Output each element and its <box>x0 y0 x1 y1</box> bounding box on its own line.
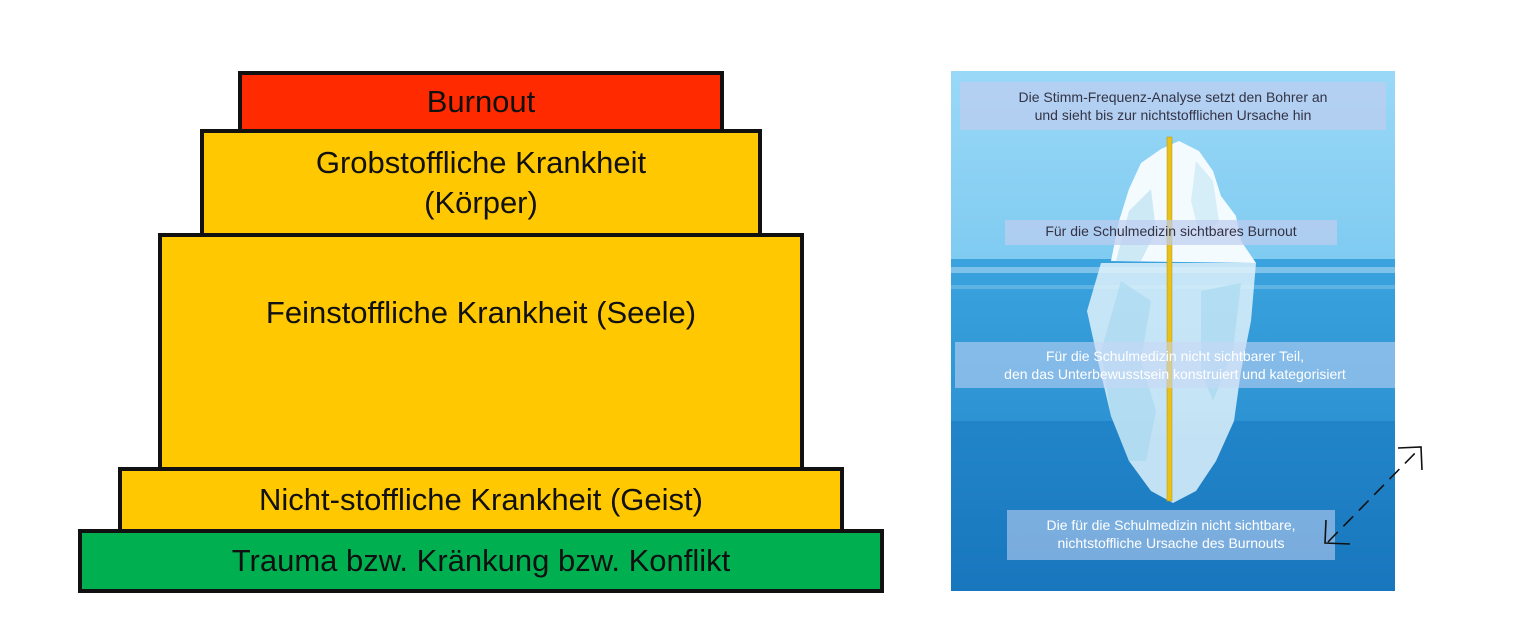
tier-label-trauma: Trauma bzw. Kränkung bzw. Konflikt <box>231 542 731 578</box>
tier-label-grobstoffliche-krankheit: Grobstoffliche Krankheit (Körper) <box>315 144 647 220</box>
iceberg-illustration: Die Stimm-Frequenz-Analyse setzt den Boh… <box>951 71 1395 591</box>
tier-label-feinstoffliche-krankheit: Feinstoffliche Krankheit (Seele) <box>265 295 697 330</box>
pyramid-tier-grobstoffliche-krankheit: Grobstoffliche Krankheit (Körper) <box>200 129 762 237</box>
iceberg-label-hidden-part: Für die Schulmedizin nicht sichtbarer Te… <box>955 342 1395 388</box>
pyramid-tier-nicht-stoffliche-krankheit: Nicht-stoffliche Krankheit (Geist) <box>118 467 844 533</box>
double-arrow-icon <box>1324 446 1423 545</box>
iceberg-label-hidden-part-text: Für die Schulmedizin nicht sichtbarer Te… <box>1004 348 1346 382</box>
iceberg-label-visible-burnout: Für die Schulmedizin sichtbares Burnout <box>1005 220 1337 245</box>
tier-label-nicht-stoffliche-krankheit: Nicht-stoffliche Krankheit (Geist) <box>259 481 703 517</box>
iceberg-label-visible-burnout-text: Für die Schulmedizin sichtbares Burnout <box>1045 223 1297 239</box>
pyramid-tier-burnout: Burnout <box>238 71 724 133</box>
tier-label-burnout: Burnout <box>426 83 536 119</box>
iceberg-label-drill-text: Die Stimm-Frequenz-Analyse setzt den Boh… <box>1018 89 1328 123</box>
iceberg-label-drill: Die Stimm-Frequenz-Analyse setzt den Boh… <box>960 82 1386 130</box>
iceberg-label-cause-text: Die für die Schulmedizin nicht sichtbare… <box>1046 517 1296 551</box>
drill-bar <box>1166 136 1173 502</box>
iceberg-label-cause: Die für die Schulmedizin nicht sichtbare… <box>1007 510 1335 560</box>
pyramid-tier-feinstoffliche-krankheit: Feinstoffliche Krankheit (Seele) <box>158 233 804 471</box>
pyramid-tier-trauma: Trauma bzw. Kränkung bzw. Konflikt <box>78 529 884 593</box>
